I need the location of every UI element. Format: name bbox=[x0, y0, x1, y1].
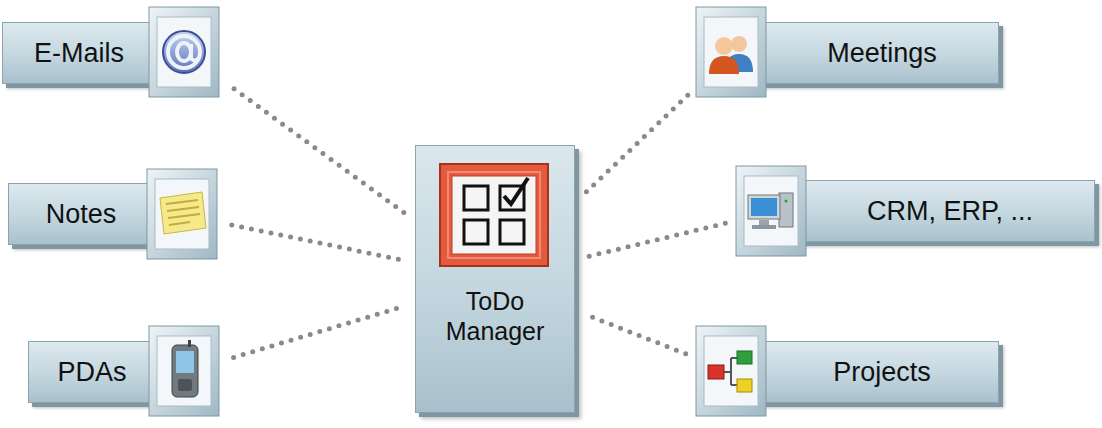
dotted-connector bbox=[234, 306, 406, 358]
source-box: CRM, ERP, ... bbox=[735, 165, 1099, 259]
connector-dots bbox=[582, 95, 688, 196]
label-panel: Notes bbox=[8, 183, 154, 245]
hub-label: ToDo Manager bbox=[416, 286, 574, 346]
computer-icon bbox=[735, 165, 809, 259]
email-icon bbox=[148, 6, 222, 100]
source-box: E-Mails bbox=[2, 6, 226, 100]
source-box: PDAs bbox=[28, 325, 224, 419]
node-label: CRM, ERP, ... bbox=[867, 196, 1033, 227]
label-panel: E-Mails bbox=[2, 22, 162, 84]
label-panel: Projects bbox=[757, 341, 999, 403]
source-box: Meetings bbox=[695, 6, 1005, 100]
source-box: Notes bbox=[8, 168, 222, 262]
connector-dots bbox=[234, 89, 407, 215]
node-label: Notes bbox=[46, 199, 117, 230]
dotted-connector bbox=[232, 225, 405, 261]
node-label: PDAs bbox=[57, 357, 126, 388]
todo-icon bbox=[438, 162, 552, 270]
pda-icon bbox=[148, 325, 222, 419]
dotted-connector bbox=[234, 89, 407, 215]
connector-dots bbox=[585, 223, 726, 257]
node-label: E-Mails bbox=[34, 38, 124, 69]
connector-dots bbox=[584, 314, 685, 354]
source-box: Projects bbox=[695, 325, 1005, 419]
dotted-connector bbox=[585, 223, 726, 257]
hub-box: ToDo Manager bbox=[415, 145, 575, 413]
label-panel: CRM, ERP, ... bbox=[797, 180, 1095, 242]
connector-dots bbox=[234, 306, 406, 358]
dotted-connector bbox=[582, 95, 688, 196]
note-icon bbox=[146, 168, 220, 262]
meeting-icon bbox=[695, 6, 769, 100]
node-label: Meetings bbox=[827, 38, 937, 69]
label-panel: PDAs bbox=[28, 341, 160, 403]
node-label: Projects bbox=[833, 357, 931, 388]
connector-dots bbox=[232, 225, 405, 261]
label-panel: Meetings bbox=[757, 22, 999, 84]
dotted-connector bbox=[584, 314, 685, 354]
project-icon bbox=[695, 325, 769, 419]
